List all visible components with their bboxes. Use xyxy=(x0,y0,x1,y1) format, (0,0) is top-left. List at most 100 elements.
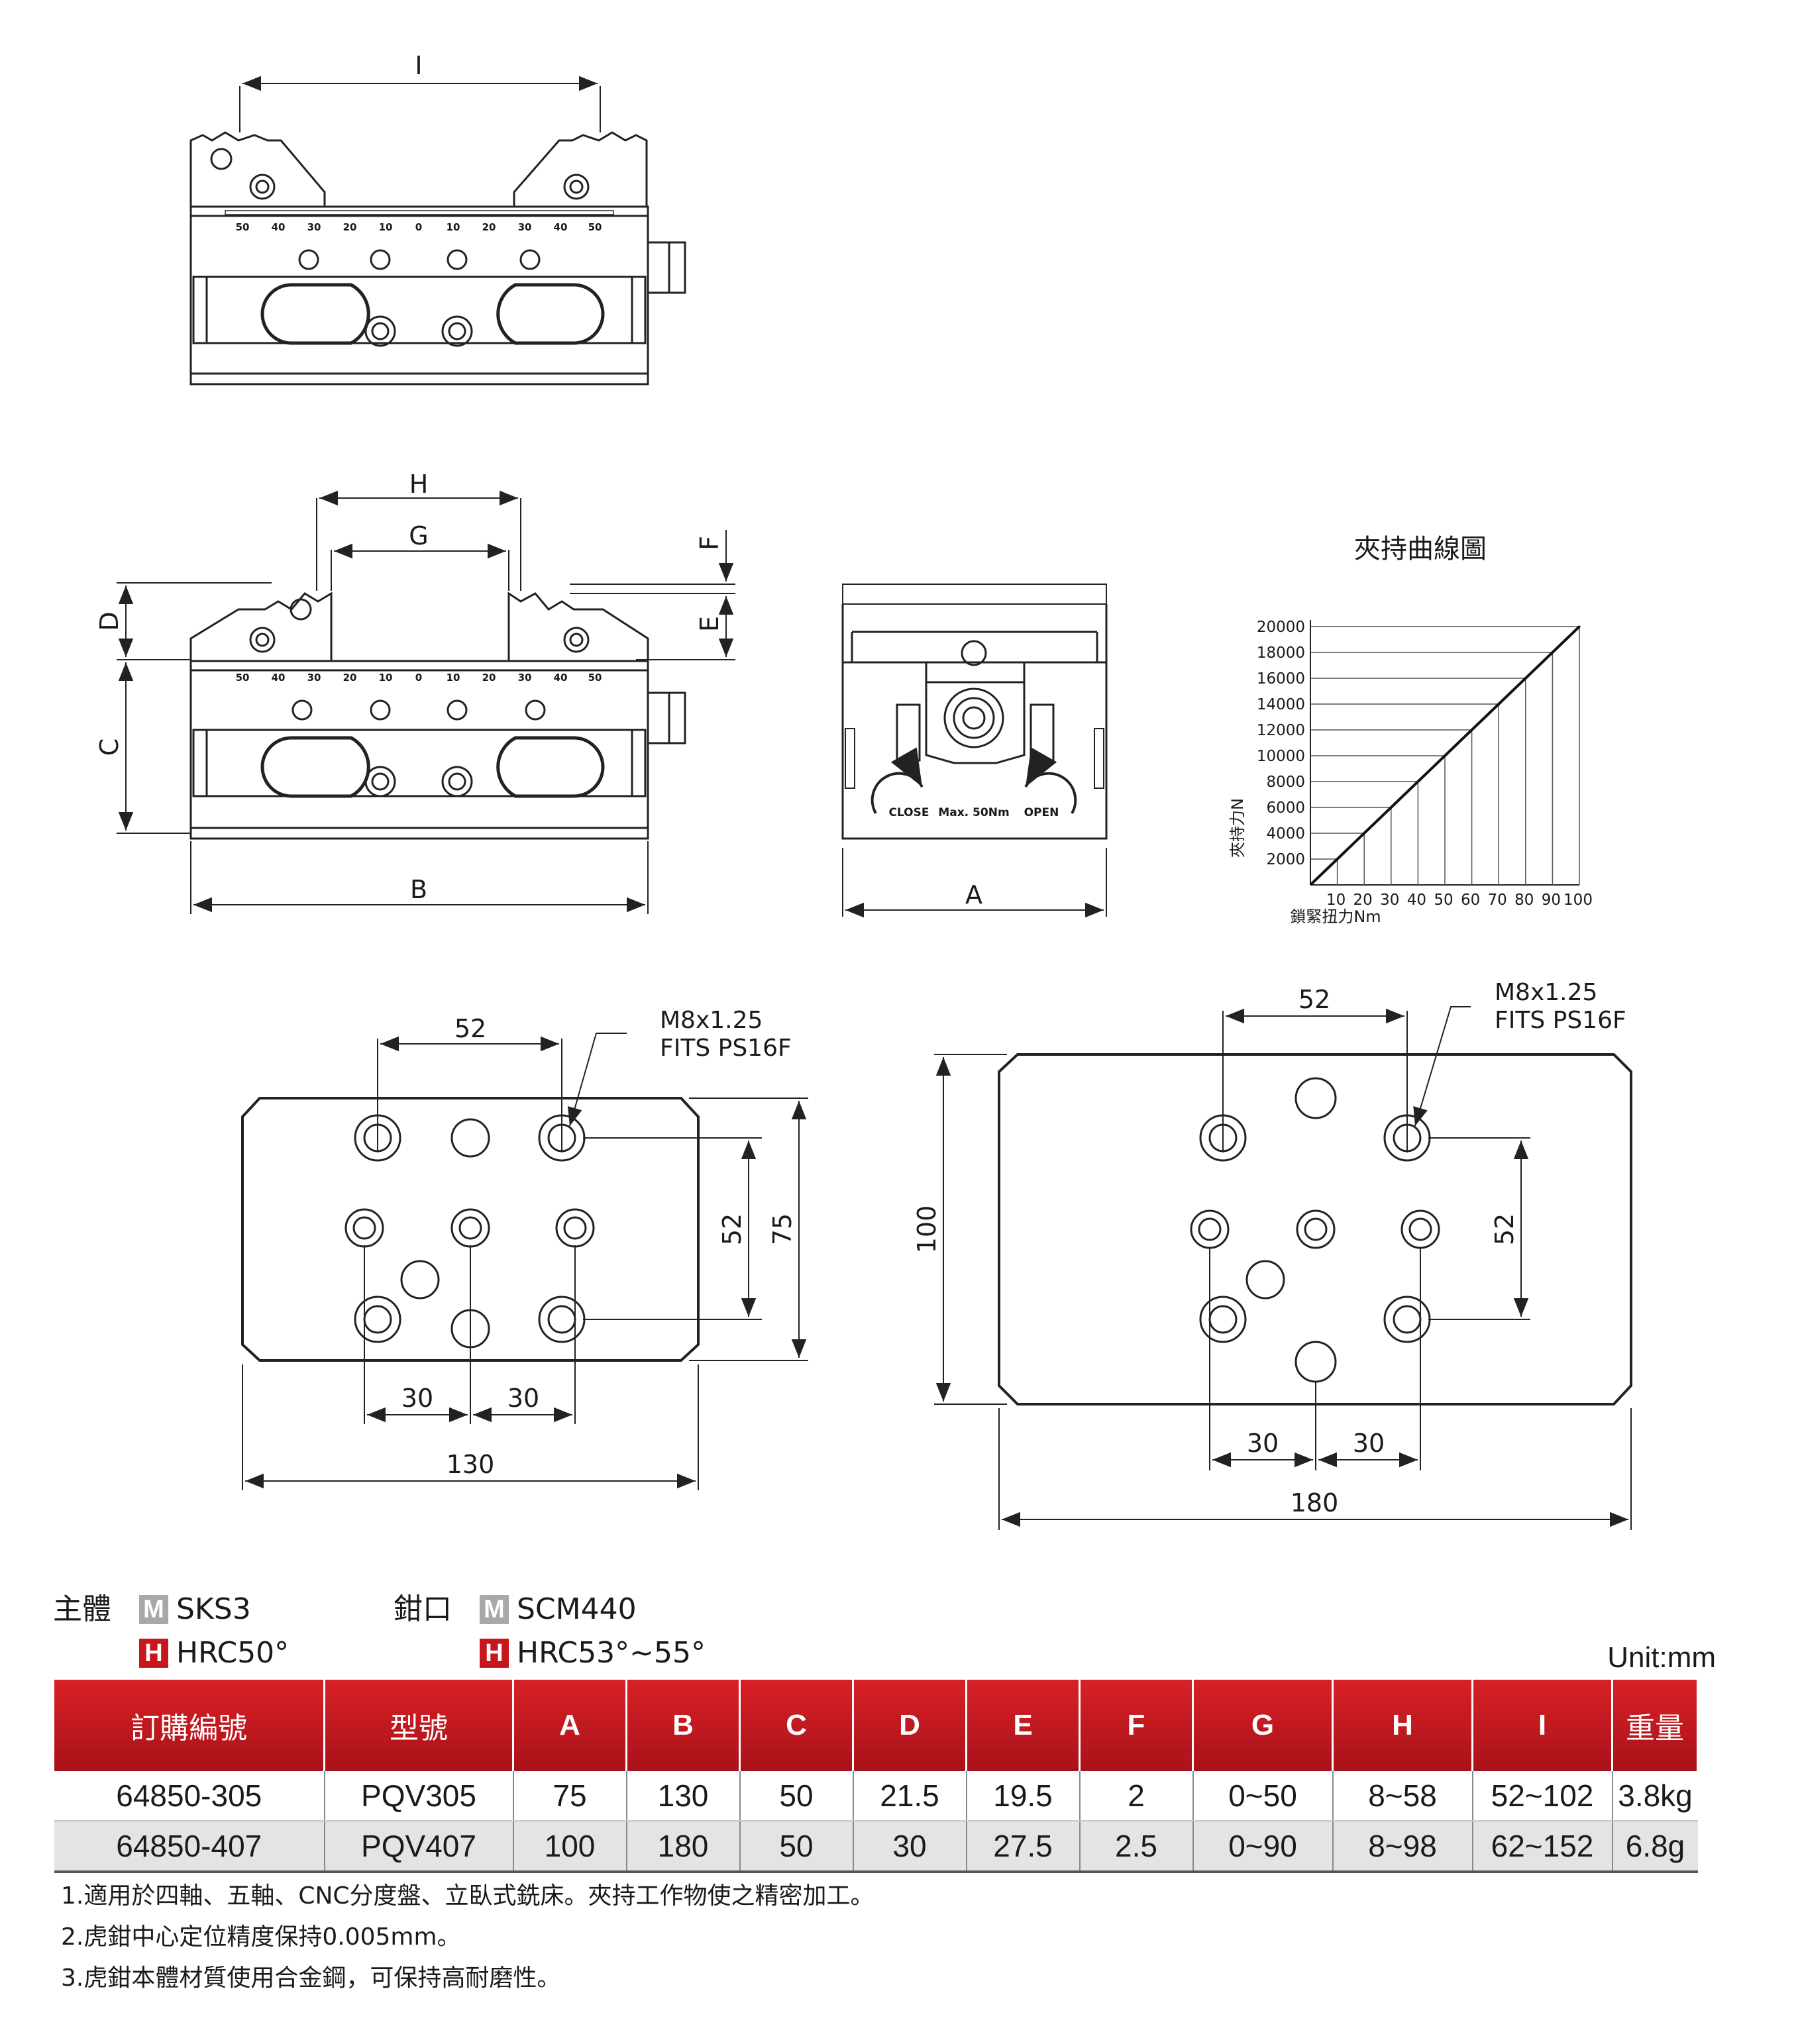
note-2: 2.虎鉗中心定位精度保持0.005mm。 xyxy=(61,1923,461,1951)
cell: 8~58 xyxy=(1332,1771,1473,1821)
right-plate-thread-line1: M8x1.25 xyxy=(1495,979,1597,1006)
cell: 30 xyxy=(852,1821,967,1873)
svg-text:30: 30 xyxy=(307,221,321,233)
chart-point xyxy=(1471,729,1473,731)
col-header-model: 型號 xyxy=(323,1680,514,1771)
right-plate-bottom-dim-b: 30 xyxy=(1353,1429,1385,1458)
base-plate-180 xyxy=(934,1006,1632,1530)
chart-x-tick-label: 100 xyxy=(1563,892,1593,909)
body-hardness: HRC50° xyxy=(176,1636,290,1670)
svg-text:50: 50 xyxy=(236,672,250,684)
svg-text:20: 20 xyxy=(482,672,496,684)
col-header-a: A xyxy=(512,1680,627,1771)
chart-x-axis-label: 鎖緊扭力Nm xyxy=(1290,907,1381,926)
col-header-weight: 重量 xyxy=(1611,1680,1699,1771)
cell: 64850-305 xyxy=(54,1771,325,1821)
dim-label-c: C xyxy=(95,739,124,756)
chart-y-tick-label: 8000 xyxy=(1266,774,1305,791)
svg-text:10: 10 xyxy=(379,221,393,233)
svg-text:20: 20 xyxy=(343,672,357,684)
note-3: 3.虎鉗本體材質使用合金鋼，可保持高耐磨性。 xyxy=(61,1965,561,1992)
chart-point xyxy=(1363,832,1365,835)
svg-text:10: 10 xyxy=(447,672,460,684)
left-plate-bottom-dim-b: 30 xyxy=(507,1384,539,1413)
chart-y-tick-label: 6000 xyxy=(1266,799,1305,817)
right-plate-side-dim-100: 100 xyxy=(912,1205,941,1254)
base-plate-130 xyxy=(241,1033,808,1490)
chart-y-tick-label: 10000 xyxy=(1257,748,1305,765)
left-plate-thread-line1: M8x1.25 xyxy=(660,1007,763,1034)
h-badge-icon: H xyxy=(139,1639,168,1668)
cell: 64850-407 xyxy=(54,1821,325,1873)
chart-point xyxy=(1390,806,1393,809)
col-header-e: E xyxy=(965,1680,1081,1771)
svg-text:20: 20 xyxy=(482,221,496,233)
right-plate-thread-line2: FITS PS16F xyxy=(1495,1007,1626,1034)
cell: 180 xyxy=(625,1821,740,1873)
chart-x-tick-label: 70 xyxy=(1488,892,1507,909)
dim-label-f: F xyxy=(695,536,724,550)
jaw-label: 鉗口 xyxy=(394,1592,452,1626)
cell: 0~90 xyxy=(1192,1821,1333,1873)
cell: 0~50 xyxy=(1192,1771,1333,1821)
chart-x-tick-label: 40 xyxy=(1407,892,1426,909)
vise-top-view xyxy=(189,76,686,385)
dim-label-d: D xyxy=(95,611,124,631)
vise-front-view xyxy=(117,490,735,914)
svg-text:40: 40 xyxy=(554,672,568,684)
chart-y-axis-label: 夾持力N xyxy=(1228,798,1247,858)
right-plate-top-dim: 52 xyxy=(1298,985,1330,1014)
dim-label-a: A xyxy=(965,880,982,909)
open-label: OPEN xyxy=(1024,806,1059,819)
dim-label-b: B xyxy=(410,875,427,904)
h-badge-icon: H xyxy=(480,1639,509,1668)
svg-text:50: 50 xyxy=(588,672,602,684)
max-torque-label: Max. 50Nm xyxy=(938,806,1009,819)
chart-point xyxy=(1336,858,1339,860)
svg-text:30: 30 xyxy=(307,672,321,684)
left-plate-bottom-dim-a: 30 xyxy=(401,1384,433,1413)
cell: 75 xyxy=(512,1771,627,1821)
close-label: CLOSE xyxy=(888,806,929,819)
svg-text:30: 30 xyxy=(518,221,532,233)
dim-label-e: E xyxy=(695,616,724,632)
cell: 50 xyxy=(739,1821,853,1873)
cell: 27.5 xyxy=(965,1821,1080,1873)
table-row: 64850-305 PQV305 75 130 50 21.5 19.5 2 0… xyxy=(54,1771,1698,1821)
chart-x-tick-label: 10 xyxy=(1326,892,1346,909)
clamping-force-chart: 夾持曲線圖 夾持力N 鎖緊扭力Nm 2000400060008000100001… xyxy=(1228,534,1593,926)
svg-text:10: 10 xyxy=(379,672,393,684)
col-header-i: I xyxy=(1471,1680,1613,1771)
left-plate-top-dim: 52 xyxy=(454,1014,486,1043)
chart-x-tick-label: 80 xyxy=(1514,892,1534,909)
chart-y-tick-label: 20000 xyxy=(1257,619,1305,636)
left-plate-side-dim-75: 75 xyxy=(768,1213,797,1245)
chart-y-tick-label: 18000 xyxy=(1257,644,1305,662)
cell: PQV305 xyxy=(323,1771,513,1821)
material-jaw-row: 鉗口 M SCM440 xyxy=(394,1591,637,1628)
svg-text:0: 0 xyxy=(415,221,422,233)
chart-y-tick-label: 14000 xyxy=(1257,696,1305,713)
chart-x-tick-label: 90 xyxy=(1542,892,1561,909)
svg-text:50: 50 xyxy=(236,221,250,233)
svg-text:40: 40 xyxy=(554,221,568,233)
chart-point xyxy=(1416,780,1419,783)
chart-point xyxy=(1551,651,1554,654)
chart-y-tick-label: 12000 xyxy=(1257,722,1305,739)
col-header-b: B xyxy=(625,1680,741,1771)
left-plate-side-dim-52: 52 xyxy=(717,1213,747,1245)
spec-table: 訂購編號 型號 A B C D E F G H I 重量 64850-305 P… xyxy=(54,1680,1699,1873)
col-header-g: G xyxy=(1192,1680,1334,1771)
svg-text:10: 10 xyxy=(447,221,460,233)
col-header-order-no: 訂購編號 xyxy=(54,1680,325,1771)
chart-point xyxy=(1444,754,1446,757)
material-body-hardness-row: H HRC50° xyxy=(139,1635,289,1672)
cell: 6.8g xyxy=(1611,1821,1698,1873)
right-plate-bottom-dim-a: 30 xyxy=(1247,1429,1279,1458)
chart-y-tick-label: 4000 xyxy=(1266,825,1305,843)
technical-drawing: I H G B A D C F E 50 40 30 20 10 0 10 20… xyxy=(95,51,1632,1530)
right-plate-side-dim-52: 52 xyxy=(1490,1213,1519,1245)
cell: 2 xyxy=(1079,1771,1193,1821)
svg-text:40: 40 xyxy=(272,221,286,233)
notes: 1.適用於四軸、五軸、CNC分度盤、立臥式銑床。夾持工作物使之精密加工。 2.虎… xyxy=(61,1876,874,1999)
